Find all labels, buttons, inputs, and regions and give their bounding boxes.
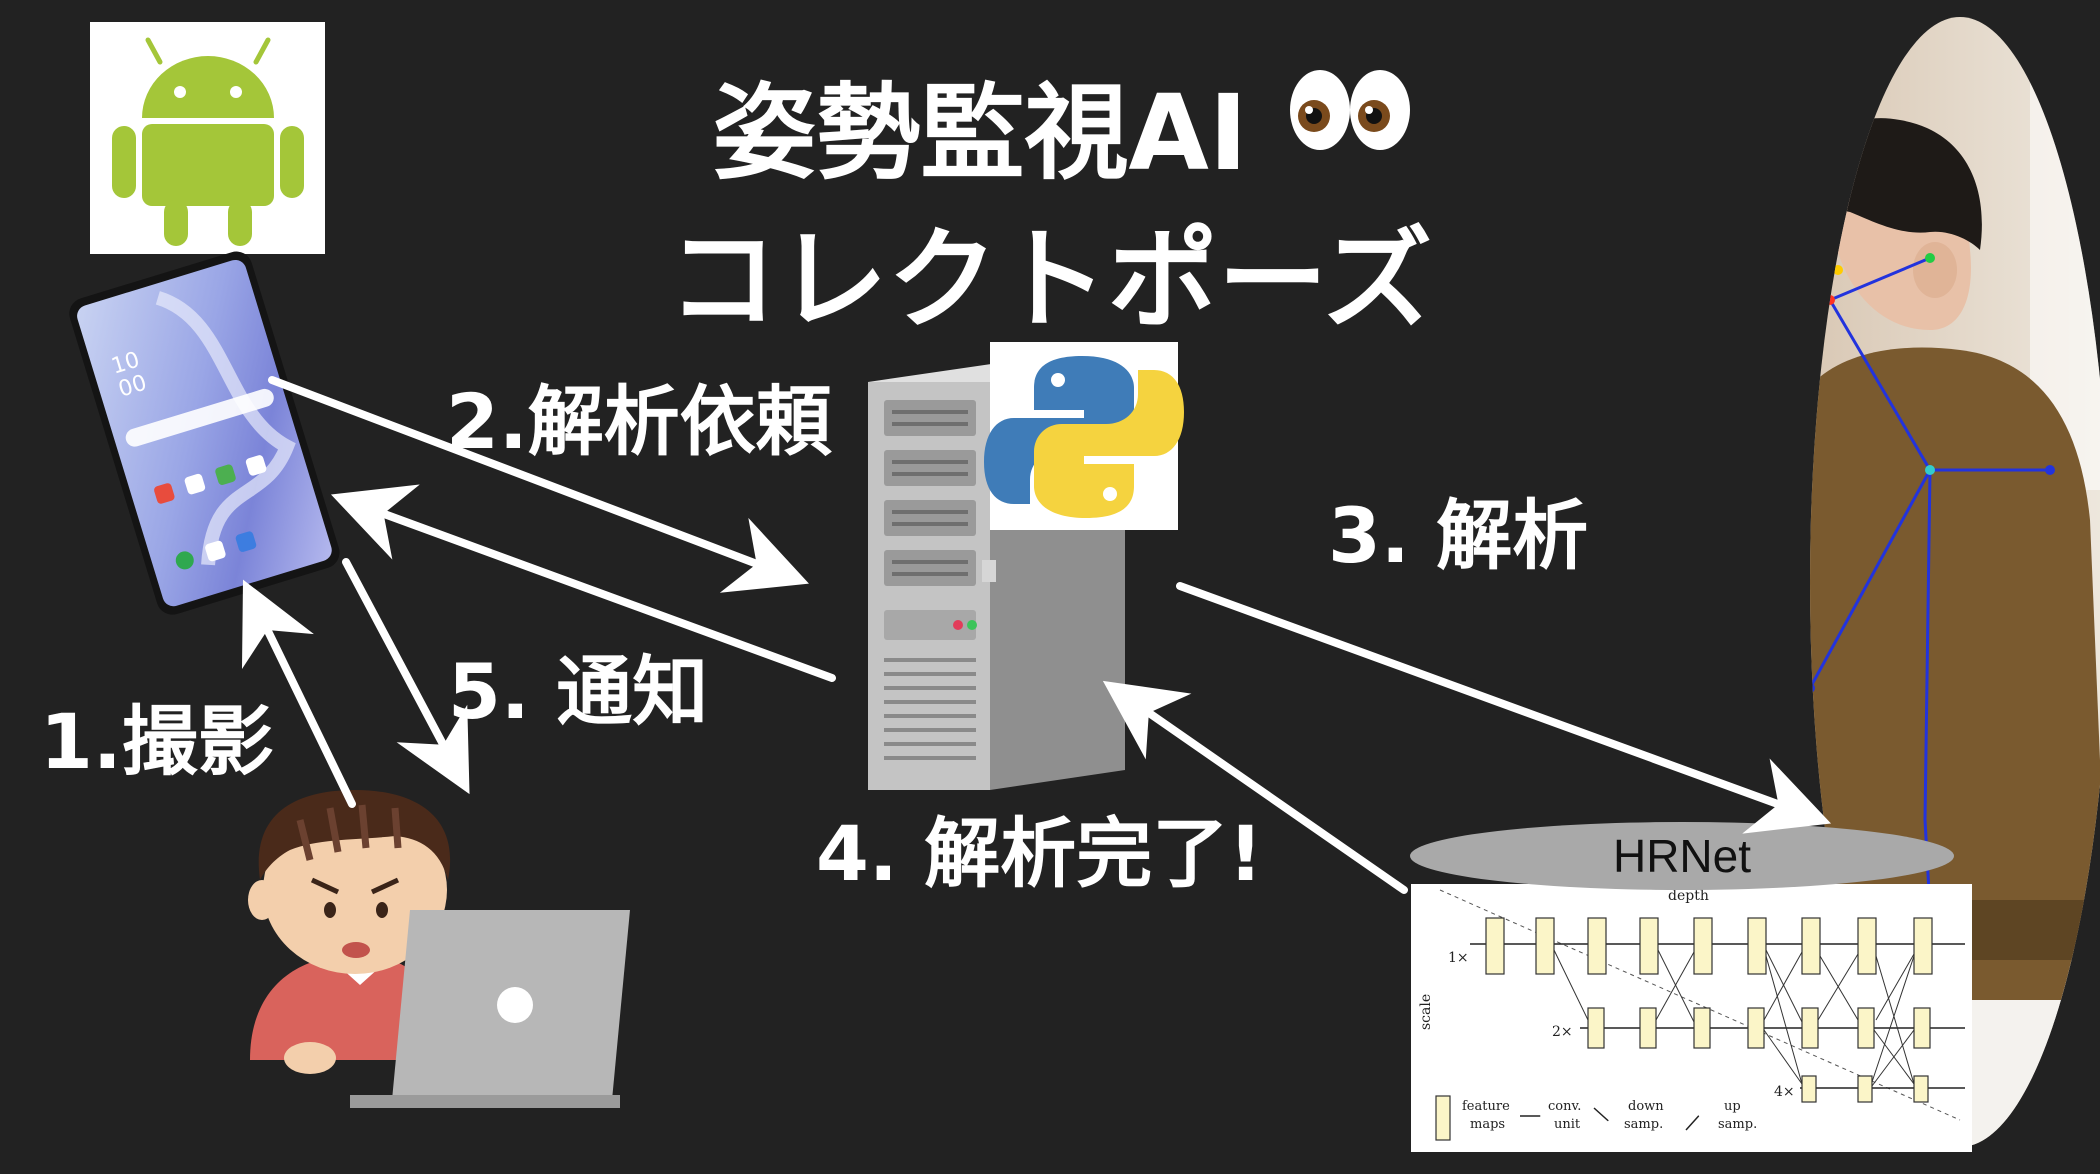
- arrow-analysis-complete: [1102, 680, 1408, 894]
- hrnet-depth-label: depth: [1668, 888, 1709, 904]
- legend-up-samp-2: samp.: [1718, 1117, 1757, 1132]
- step-2-label: 2.解析依頼: [446, 377, 832, 466]
- arrow-analysis-request: [268, 376, 809, 593]
- legend-down-samp-1: down: [1628, 1099, 1664, 1114]
- legend-down-samp-2: samp.: [1624, 1117, 1663, 1132]
- legend-conv-unit-2: unit: [1554, 1117, 1581, 1132]
- legend-feature-maps-1: feature: [1462, 1099, 1510, 1114]
- arrow-analyze: [1176, 582, 1832, 834]
- step-1-label: 1.撮影: [40, 697, 274, 786]
- eyes-emoji-icon: [1290, 70, 1410, 150]
- legend-feature-maps-2: maps: [1470, 1117, 1505, 1132]
- android-robot-icon: [90, 22, 325, 254]
- python-logo-icon: [984, 342, 1184, 530]
- hrnet-row-1x: 1×: [1448, 950, 1469, 966]
- hrnet-title: HRNet: [1613, 830, 1751, 882]
- step-4-label: 4. 解析完了!: [816, 809, 1263, 898]
- arrow-notify-user: [342, 558, 470, 795]
- hrnet-row-4x: 4×: [1774, 1084, 1795, 1100]
- hrnet-label-badge: HRNet: [1410, 822, 1954, 890]
- smartphone-icon: 10 00: [69, 251, 340, 615]
- step-5-label: 5. 通知: [448, 647, 709, 736]
- hrnet-architecture-diagram: depth scale 1× 2× 4×: [1409, 884, 1972, 1152]
- hrnet-row-2x: 2×: [1552, 1024, 1573, 1040]
- legend-conv-unit-1: conv.: [1548, 1099, 1581, 1114]
- step-3-label: 3. 解析: [1328, 491, 1589, 580]
- arrow-notify-phone: [330, 484, 836, 682]
- hrnet-scale-label: scale: [1418, 994, 1434, 1030]
- legend-up-samp-1: up: [1724, 1099, 1741, 1114]
- app-title: 姿勢監視AI: [712, 72, 1248, 194]
- person-with-laptop-icon: [248, 790, 630, 1108]
- arrow-capture: [241, 579, 356, 808]
- app-subtitle: コレクトポーズ: [667, 216, 1433, 344]
- pose-estimation-photo: [1810, 17, 2100, 1147]
